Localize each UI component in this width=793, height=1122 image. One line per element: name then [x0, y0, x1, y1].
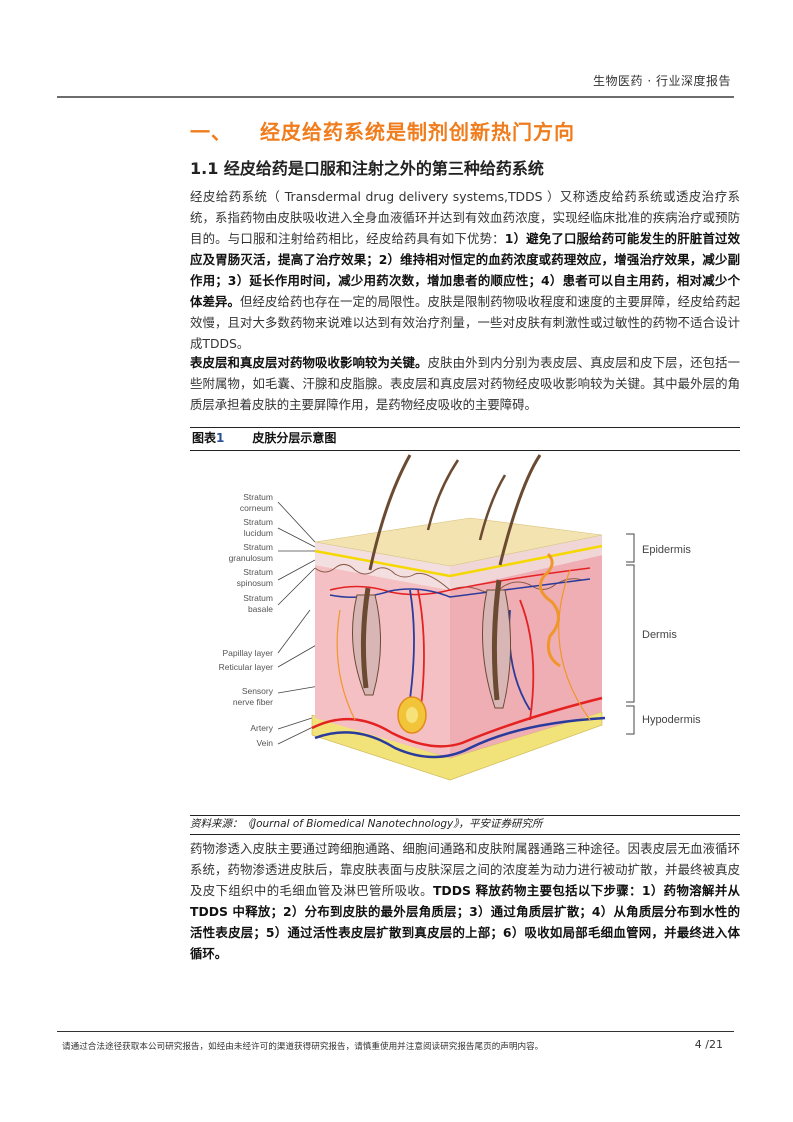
- paragraph-text: 药物渗透入皮肤主要通过跨细胞通路、细胞间通路和皮肤附属器通路三种途径。因表皮层无…: [190, 841, 740, 898]
- skin-block: [311, 454, 606, 781]
- figure-caption: 图表1 皮肤分层示意图: [190, 427, 740, 451]
- figure-title: 皮肤分层示意图: [252, 431, 337, 445]
- section-title: 经皮给药系统是制剂创新热门方向: [260, 120, 575, 144]
- label-dermis: Dermis: [642, 629, 677, 641]
- figure-label-number: 1: [216, 431, 225, 445]
- layer-brackets: [626, 533, 635, 735]
- paragraph-text: 但经皮给药也存在一定的局限性。皮肤是限制药物吸收程度和速度的主要屏障，经皮给药起…: [190, 294, 741, 351]
- label-reticular-layer: Reticular layer: [219, 662, 273, 672]
- label-artery: Artery: [250, 723, 273, 733]
- header-title: 生物医药 · 行业深度报告: [593, 74, 731, 88]
- header-rule: [57, 96, 734, 98]
- page-number: 4 /21: [694, 1038, 723, 1051]
- paragraph-tdds-intro: 经皮给药系统（ Transdermal drug delivery system…: [190, 186, 740, 354]
- paragraph-text: 经皮给药系统（ Transdermal drug delivery system…: [190, 189, 740, 246]
- figure-source: 资料来源：《Journal of Biomedical Nanotechnolo…: [190, 815, 740, 835]
- section-heading: 一、 经皮给药系统是制剂创新热门方向: [190, 116, 575, 145]
- subsection-heading: 1.1 经皮给药是口服和注射之外的第三种给药系统: [190, 159, 544, 178]
- label-vein: Vein: [256, 738, 273, 748]
- footer-rule: [57, 1031, 734, 1032]
- paragraph-bold-text: 1）避免了口服给药可能发生的肝脏首过效应及胃肠灭活，提高了治疗效果；2）维持相对…: [190, 231, 741, 309]
- figure-label: 图表1: [192, 431, 224, 445]
- section-number: 一、: [190, 120, 232, 144]
- paragraph-text: 皮肤由外到内分别为表皮层、真皮层和皮下层，还包括一些附属物，如毛囊、汗腺和皮脂腺…: [190, 355, 741, 412]
- figure-label-prefix: 图表: [192, 431, 217, 445]
- label-epidermis: Epidermis: [642, 544, 691, 556]
- label-papillary-layer: Papillay layer: [222, 648, 273, 658]
- paragraph-bold-text: TDDS 释放药物主要包括以下步骤：1）药物溶解并从 TDDS 中释放；2）分布…: [190, 883, 740, 961]
- paragraph-bold-text: 表皮层和真皮层对药物吸收影响较为关键。: [190, 355, 428, 370]
- paragraph-penetration: 药物渗透入皮肤主要通过跨细胞通路、细胞间通路和皮肤附属器通路三种途径。因表皮层无…: [190, 838, 740, 964]
- paragraph-skin-layers: 表皮层和真皮层对药物吸收影响较为关键。皮肤由外到内分别为表皮层、真皮层和皮下层，…: [190, 352, 740, 415]
- footer-disclaimer: 请通过合法途径获取本公司研究报告，如经由未经许可的渠道获得研究报告，请慎重使用并…: [62, 1042, 544, 1052]
- label-hypodermis: Hypodermis: [642, 714, 701, 726]
